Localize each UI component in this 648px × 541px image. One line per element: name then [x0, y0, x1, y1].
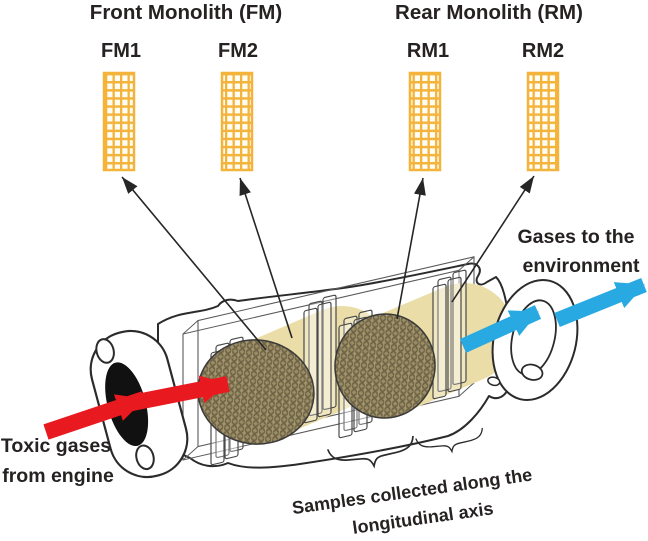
pointer-arrow-rm2: [451, 175, 535, 303]
sample-grid-fm2: [220, 71, 254, 172]
outlet-bolt-hole: [520, 363, 544, 381]
sampling-slab-rm-rear: [432, 269, 467, 400]
brace-rear-samples: [415, 427, 483, 454]
outlet-bolt-hole-small: [487, 376, 501, 387]
clean-gas-arrow-environment: [554, 278, 647, 327]
samples-caption: Samples collected along the longitudinal…: [291, 465, 534, 538]
inlet-gas-label-line1: Toxic gases: [1, 435, 111, 457]
toxic-gas-arrow-into-monolith: [130, 375, 230, 411]
outlet-gas-label: Gases to the environment: [517, 226, 640, 277]
toxic-gas-arrow-inlet: [43, 391, 147, 440]
outlet-gas-label-line1: Gases to the: [517, 226, 634, 248]
sample-grid-rm1: [408, 71, 442, 172]
inlet-bolt-hole-top: [95, 338, 115, 364]
pointer-arrow-fm2: [239, 177, 293, 339]
inlet-bolt-hole-bottom: [135, 444, 155, 471]
inlet-gas-label-line2: from engine: [2, 465, 114, 487]
outlet-gas-label-line2: environment: [522, 255, 640, 277]
sample-label-rm2: RM2: [522, 40, 564, 62]
clean-gas-arrow-outlet: [459, 305, 542, 353]
pointer-arrow-rm1: [396, 177, 426, 320]
brace-front-samples: [327, 435, 414, 469]
front-monolith-title: Front Monolith (FM): [90, 1, 282, 24]
sample-label-rm1: RM1: [407, 40, 449, 62]
sample-grid-fm1: [102, 71, 136, 172]
sample-label-fm2: FM2: [218, 40, 258, 62]
sample-label-fm1: FM1: [101, 40, 141, 62]
sample-grid-rm2: [526, 71, 560, 172]
pointer-arrow-fm1: [121, 176, 267, 351]
rear-monolith-face: [334, 313, 436, 419]
rear-monolith-title: Rear Monolith (RM): [395, 1, 583, 24]
inlet-gas-label: Toxic gases from engine: [1, 435, 114, 487]
